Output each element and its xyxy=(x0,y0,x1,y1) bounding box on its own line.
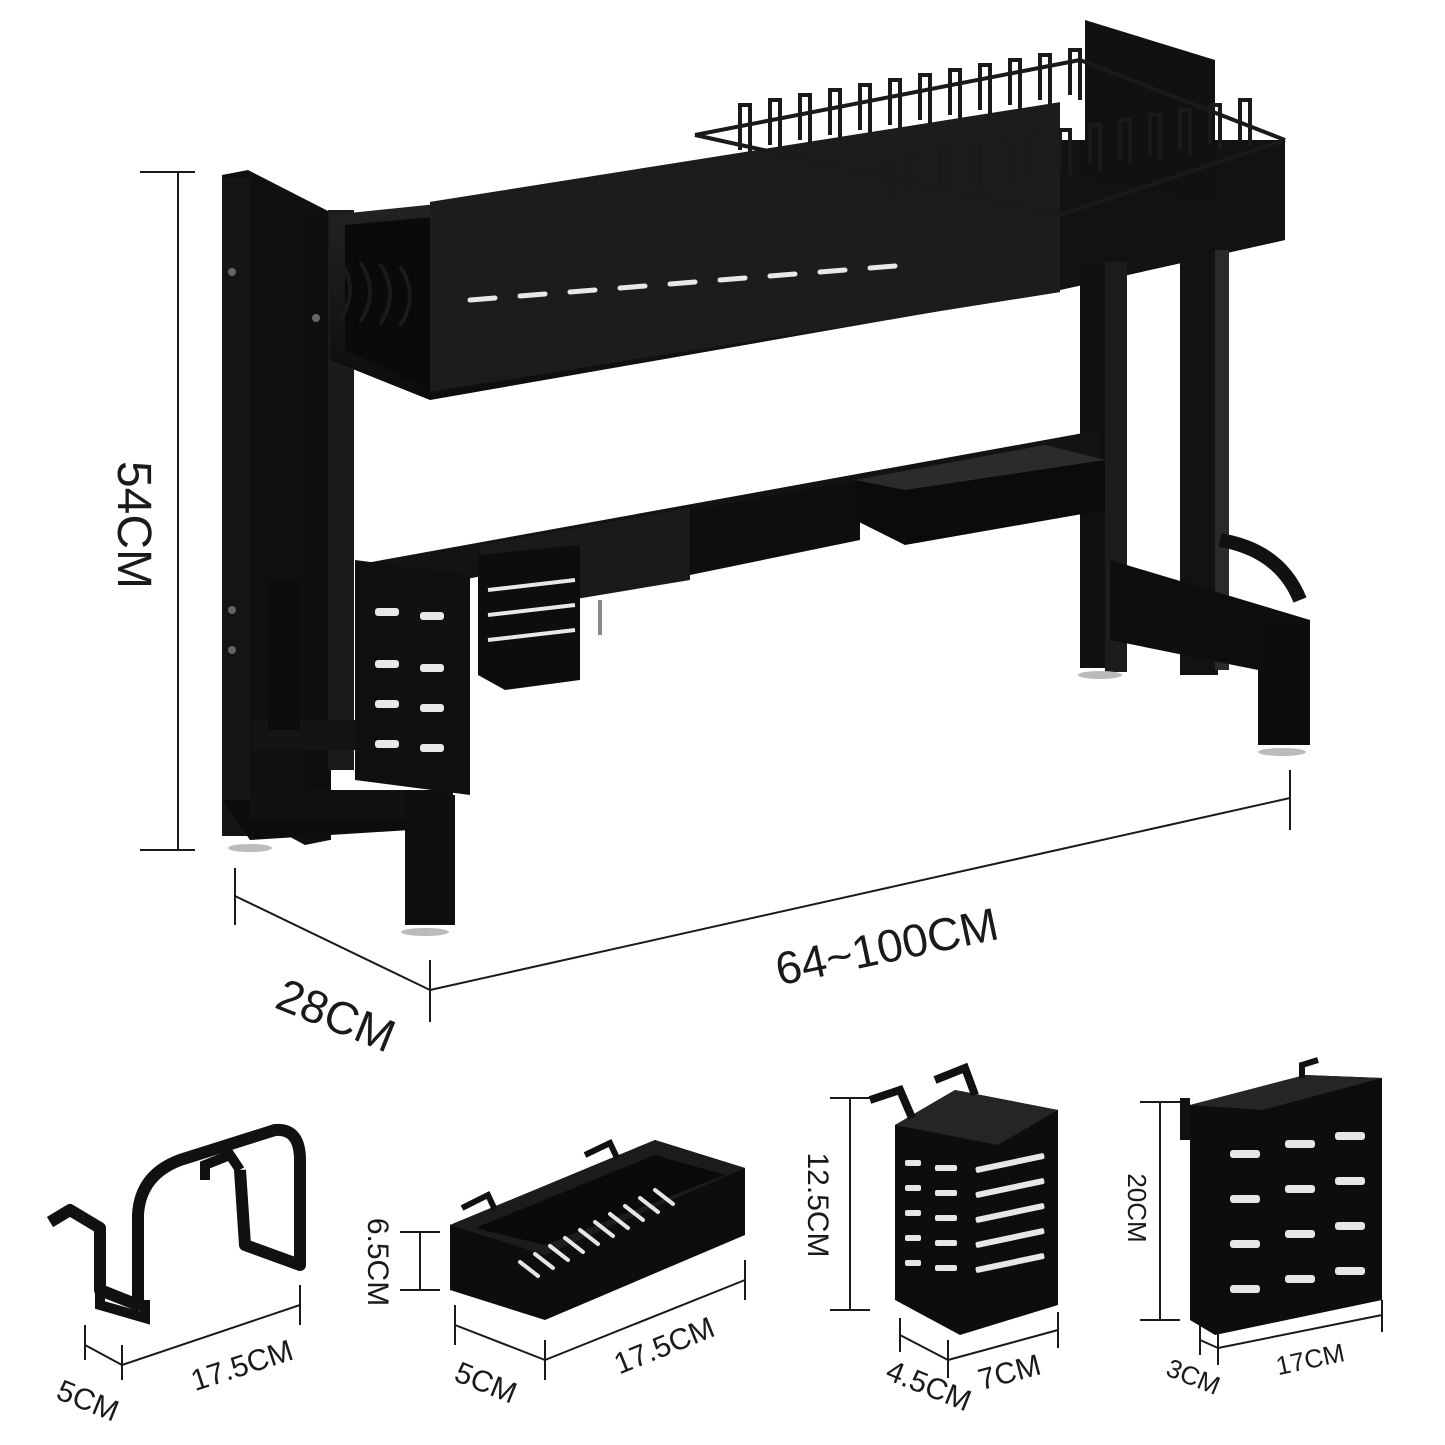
tray-depth-label: 5CM xyxy=(450,1356,521,1410)
hook-depth-label: 5CM xyxy=(52,1374,123,1428)
knife-holder-width-label: 17CM xyxy=(1273,1337,1347,1381)
width-dimension-line xyxy=(429,797,1291,991)
main-rack xyxy=(222,20,1310,936)
accessory-tray: 6.5CM 5CM 17.5CM xyxy=(361,1138,746,1410)
utensil-holder-height-label: 12.5CM xyxy=(801,1152,834,1257)
utensil-holder-depth-label: 4.5CM xyxy=(881,1354,975,1418)
hook-width-label: 17.5CM xyxy=(187,1334,297,1398)
accessory-utensil-holder: 12.5CM 4.5CM 7CM xyxy=(801,1062,1059,1418)
accessory-knife-holder: 20CM 3CM 17CM xyxy=(1122,1057,1383,1401)
rack-knife-holder xyxy=(268,560,470,795)
main-dimension-lines xyxy=(140,171,1291,1022)
tray-width-label: 17.5CM xyxy=(610,1311,720,1381)
height-label: 54CM xyxy=(107,461,160,589)
left-frame xyxy=(222,170,455,936)
rack-tray xyxy=(855,445,1105,545)
accessory-hook: 5CM 17.5CM xyxy=(46,1123,306,1428)
basin-slots xyxy=(467,263,898,303)
rack-utensil-holder xyxy=(478,545,602,690)
knife-holder-depth-label: 3CM xyxy=(1162,1352,1224,1400)
depth-label: 28CM xyxy=(269,968,402,1062)
dish-basin xyxy=(330,20,1285,400)
tray-height-label: 6.5CM xyxy=(361,1218,394,1306)
depth-dimension-line xyxy=(234,895,431,991)
knife-holder-height-label: 20CM xyxy=(1122,1173,1152,1242)
plate-rack xyxy=(338,48,1286,328)
utensil-holder-width-label: 7CM xyxy=(975,1349,1045,1397)
width-label: 64~100CM xyxy=(771,897,1003,995)
right-frame xyxy=(1078,250,1310,756)
